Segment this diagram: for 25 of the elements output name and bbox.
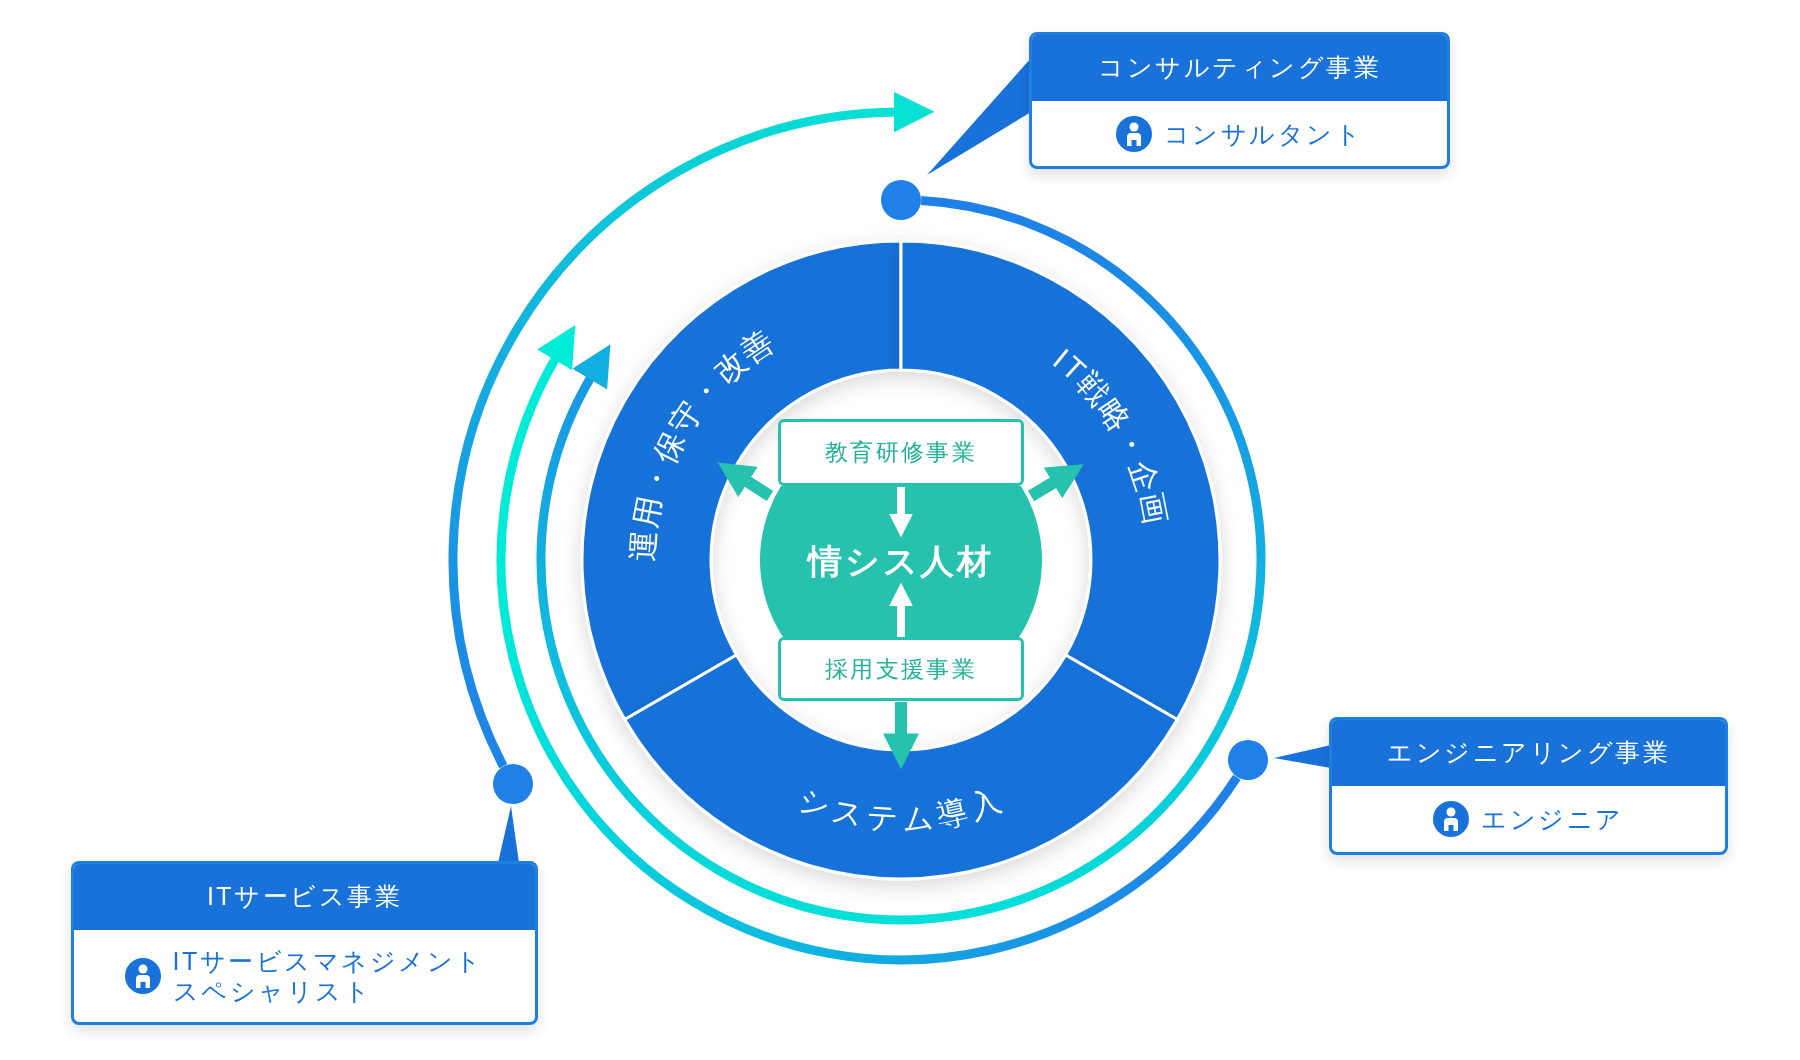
callout-card [71, 861, 538, 1025]
arrow [889, 582, 913, 637]
card-header: ITサービス事業 [74, 864, 535, 930]
business-box: 採用支援事業 [778, 637, 1024, 701]
arrow [1027, 464, 1084, 502]
callout-pointer [927, 58, 1031, 175]
callout-card [1029, 32, 1450, 169]
card-header: エンジニアリング事業 [1332, 720, 1725, 786]
callout-pointer [1274, 745, 1331, 768]
callout-pointer [498, 806, 519, 863]
cycle-arrow [448, 92, 935, 768]
cycle-arrow [537, 196, 1265, 925]
segment-label: IT戦略・企画 [1046, 341, 1175, 531]
role-label: ITサービスマネジメントスペシャリスト [172, 946, 485, 1006]
arrow [889, 487, 913, 538]
callout-card [1329, 717, 1728, 855]
role-label: コンサルタント [1163, 118, 1364, 149]
donut-segment [623, 653, 1179, 880]
segment-label: システム導入 [793, 781, 1009, 837]
arrow [883, 702, 919, 770]
center-label: 情シス人材 [808, 541, 994, 582]
arrow [717, 462, 774, 502]
role-label: エンジニア [1481, 804, 1624, 834]
cycle-arrow [496, 323, 1241, 964]
business-box: 教育研修事業 [778, 419, 1024, 486]
